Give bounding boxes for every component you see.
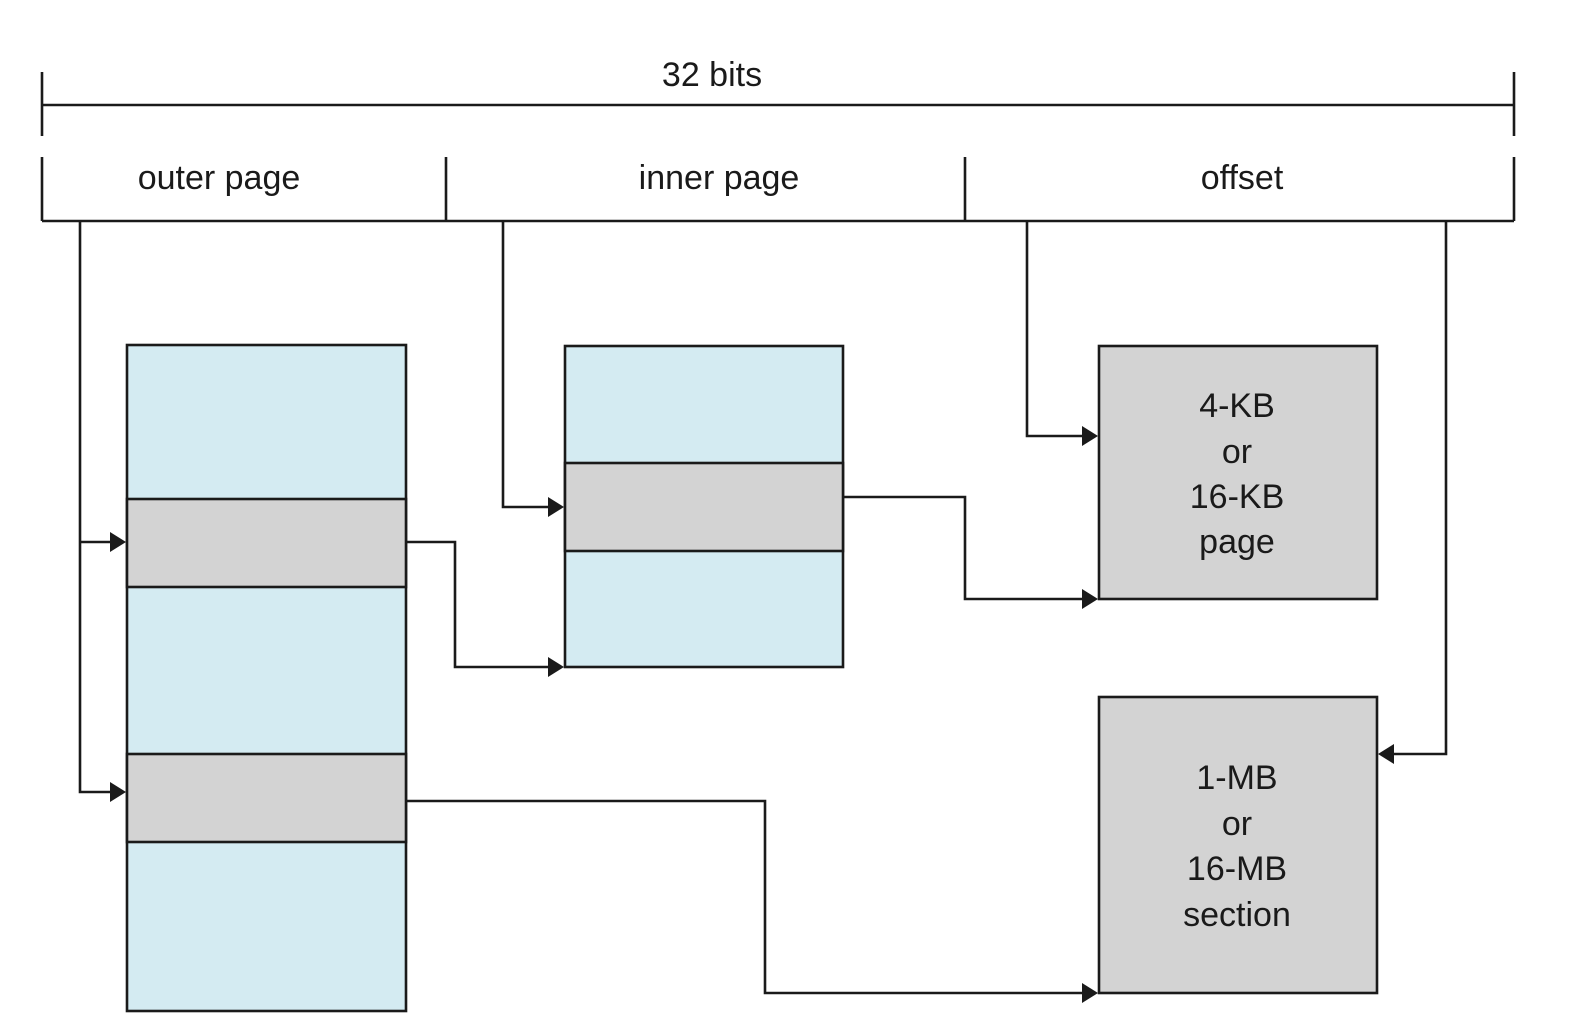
arrow-to-inner-table — [548, 657, 564, 677]
outer-entry-1-to-inner-table — [406, 540, 550, 669]
section-frame-line-2: or — [1222, 805, 1252, 843]
arrow-to-section-offset — [1378, 744, 1394, 764]
section-frame-line-1: 1-MB — [1196, 759, 1277, 797]
inner-entry-to-page — [843, 495, 1084, 601]
field-inner-page: inner page — [639, 159, 800, 197]
page-frame-box: 4-KB or 16-KB page — [1097, 344, 1379, 601]
arrow-to-inner-entry — [548, 497, 564, 517]
inner-index-connector — [501, 221, 550, 509]
outer-table-entry-2 — [125, 752, 408, 844]
outer-table-body — [125, 343, 408, 1013]
inner-table-entry — [563, 461, 845, 553]
section-frame-line-4: section — [1183, 896, 1291, 934]
connectors — [78, 221, 1448, 1003]
section-frame-box: 1-MB or 16-MB section — [1097, 695, 1379, 995]
width-label: 32 bits — [662, 56, 762, 94]
outer-table-entry-1 — [125, 497, 408, 589]
outer-index-connector — [78, 221, 112, 794]
section-frame — [1097, 695, 1379, 995]
outer-entry-2-to-section — [406, 799, 1084, 995]
section-frame-line-3: 16-MB — [1187, 850, 1287, 888]
address-fields: outer page inner page offset — [40, 157, 1516, 223]
arrow-to-section-base — [1082, 983, 1098, 1003]
field-outer-page: outer page — [138, 159, 301, 197]
page-frame-line-3: 16-KB — [1190, 478, 1285, 516]
arrow-to-page-base — [1082, 589, 1098, 609]
arrow-to-outer-entry-1 — [110, 532, 126, 552]
outer-page-table — [125, 343, 408, 1013]
width-bracket: 32 bits — [40, 56, 1516, 136]
arrow-to-page-offset — [1082, 426, 1098, 446]
page-frame — [1097, 344, 1379, 601]
arrow-to-outer-entry-2 — [110, 782, 126, 802]
page-frame-line-2: or — [1222, 433, 1252, 471]
page-frame-line-4: page — [1199, 523, 1275, 561]
inner-page-table — [563, 344, 845, 669]
field-offset: offset — [1201, 159, 1284, 197]
page-frame-line-1: 4-KB — [1199, 387, 1275, 425]
offset-to-page — [1025, 221, 1084, 438]
offset-to-section — [1392, 221, 1448, 756]
